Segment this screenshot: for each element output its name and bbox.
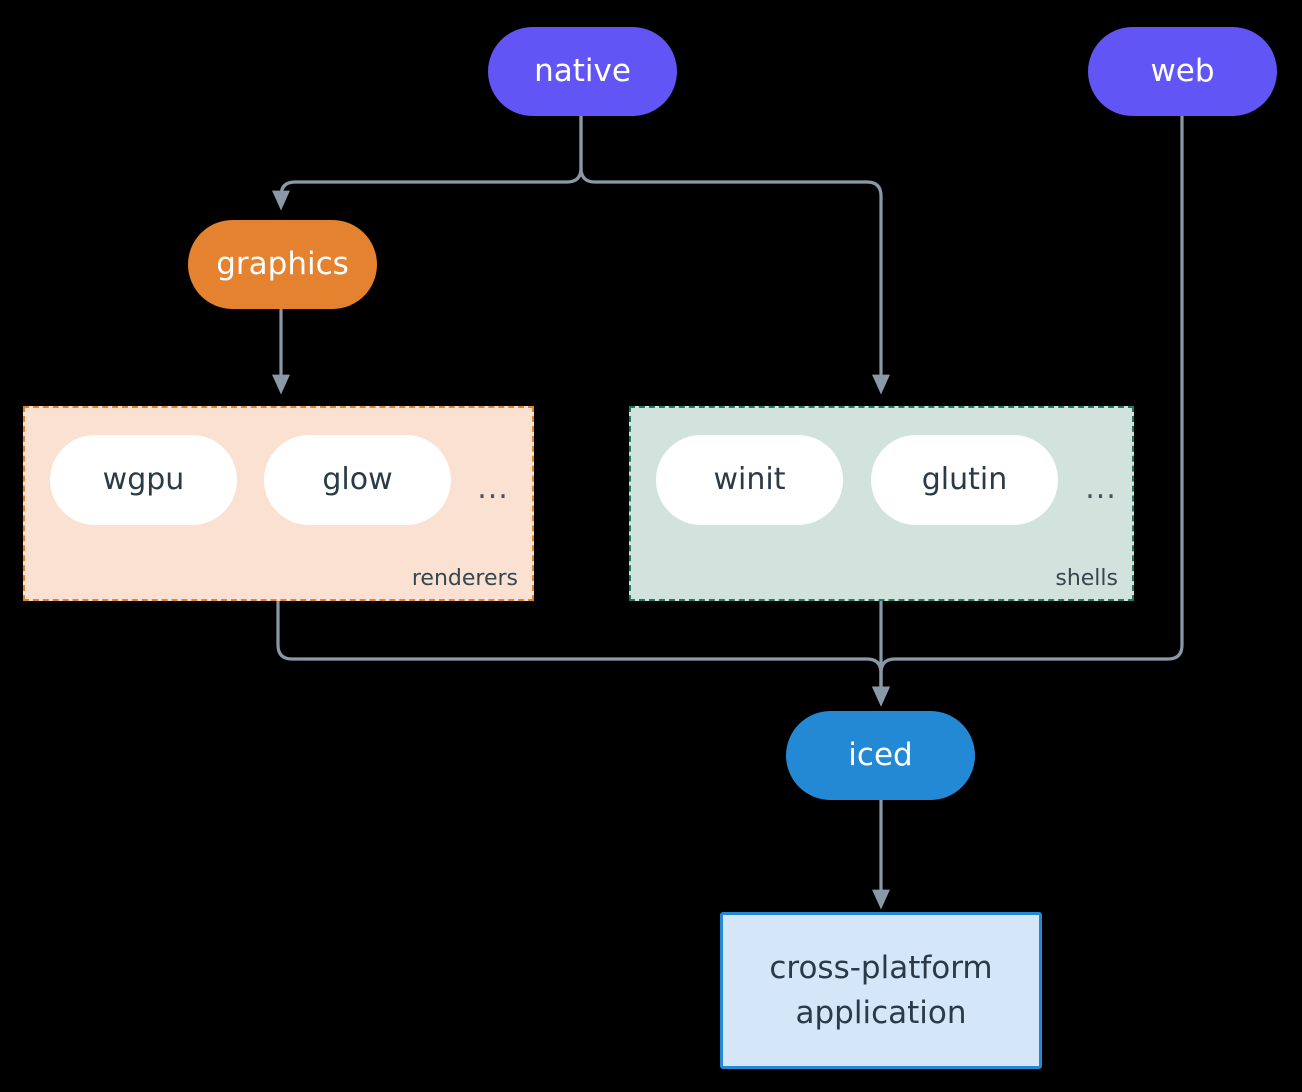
application-label-line1: cross-platform	[769, 949, 993, 986]
application-label-line2: application	[795, 994, 967, 1031]
renderers-overflow-ellipsis: ...	[477, 470, 509, 506]
node-graphics-label: graphics	[216, 245, 349, 282]
shells-overflow-ellipsis: ...	[1085, 470, 1117, 506]
edge-native-to-shells	[579, 114, 890, 395]
edge-renderers-to-iced	[276, 599, 890, 707]
node-web[interactable]: web	[1088, 27, 1277, 116]
cluster-shells-label: shells	[1055, 566, 1118, 591]
node-glutin[interactable]: glutin	[871, 435, 1058, 525]
node-winit[interactable]: winit	[656, 435, 843, 525]
node-native[interactable]: native	[488, 27, 677, 116]
cluster-renderers-label: renderers	[411, 566, 518, 591]
node-graphics[interactable]: graphics	[188, 220, 377, 309]
node-iced[interactable]: iced	[786, 711, 975, 800]
node-glow-label: glow	[322, 461, 393, 497]
node-native-label: native	[534, 52, 631, 89]
node-cross-platform-application[interactable]: cross-platform application	[720, 912, 1042, 1069]
edge-web-to-iced	[872, 114, 1184, 707]
node-web-label: web	[1150, 52, 1215, 89]
edge-native-to-graphics	[272, 114, 583, 211]
node-glutin-label: glutin	[921, 461, 1008, 497]
node-iced-label: iced	[848, 736, 913, 773]
node-winit-label: winit	[713, 461, 786, 497]
node-glow[interactable]: glow	[264, 435, 451, 525]
node-wgpu[interactable]: wgpu	[50, 435, 237, 525]
node-wgpu-label: wgpu	[102, 461, 185, 497]
